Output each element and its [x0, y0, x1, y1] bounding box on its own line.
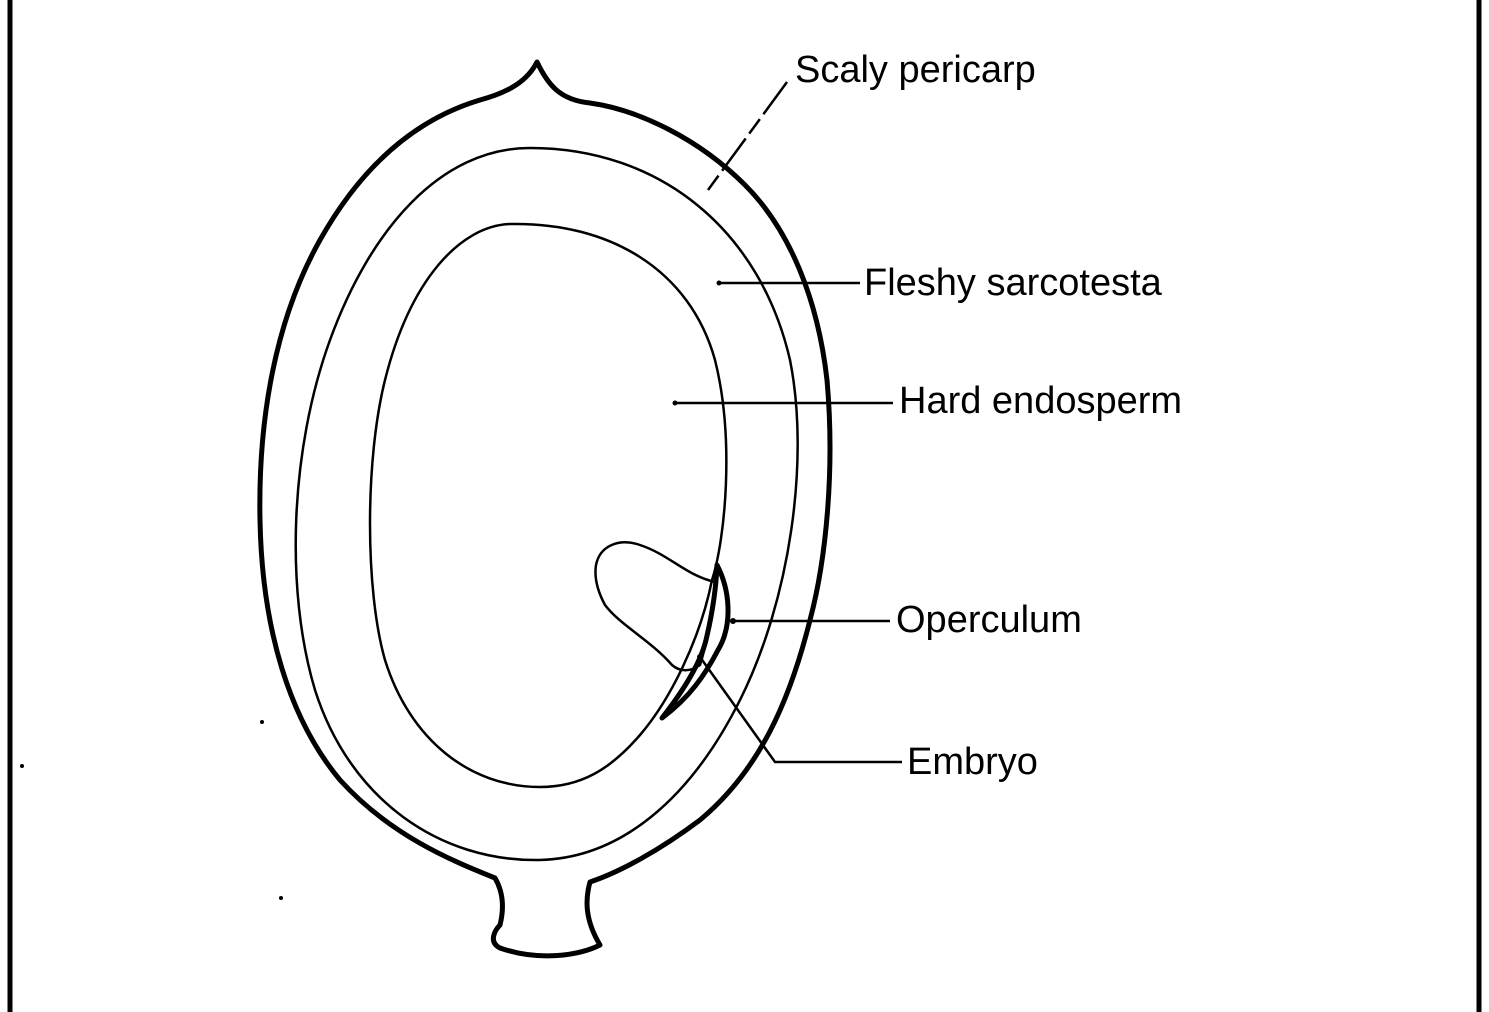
leader-fleshy-sarcotesta-tip	[716, 280, 722, 286]
speck-3	[279, 896, 283, 900]
hard-endosperm-outline	[368, 222, 728, 789]
leader-embryo-tip	[697, 654, 703, 660]
label-operculum: Operculum	[896, 599, 1082, 641]
leader-operculum-tip	[730, 618, 736, 624]
label-fleshy-sarcotesta: Fleshy sarcotesta	[864, 262, 1163, 304]
leader-scaly-pericarp	[706, 81, 789, 191]
fleshy-sarcotesta-outline	[294, 146, 799, 862]
leader-embryo	[698, 656, 902, 764]
label-hard-endosperm: Hard endosperm	[899, 380, 1182, 422]
speck-1	[260, 720, 264, 724]
label-scaly-pericarp: Scaly pericarp	[795, 49, 1036, 91]
leader-hard-endosperm-tip	[672, 400, 678, 406]
operculum-shape	[659, 562, 731, 721]
label-embryo: Embryo	[907, 741, 1038, 783]
embryo-shape	[594, 541, 717, 672]
scaly-pericarp-outline	[257, 59, 833, 959]
speck-2	[20, 764, 24, 768]
